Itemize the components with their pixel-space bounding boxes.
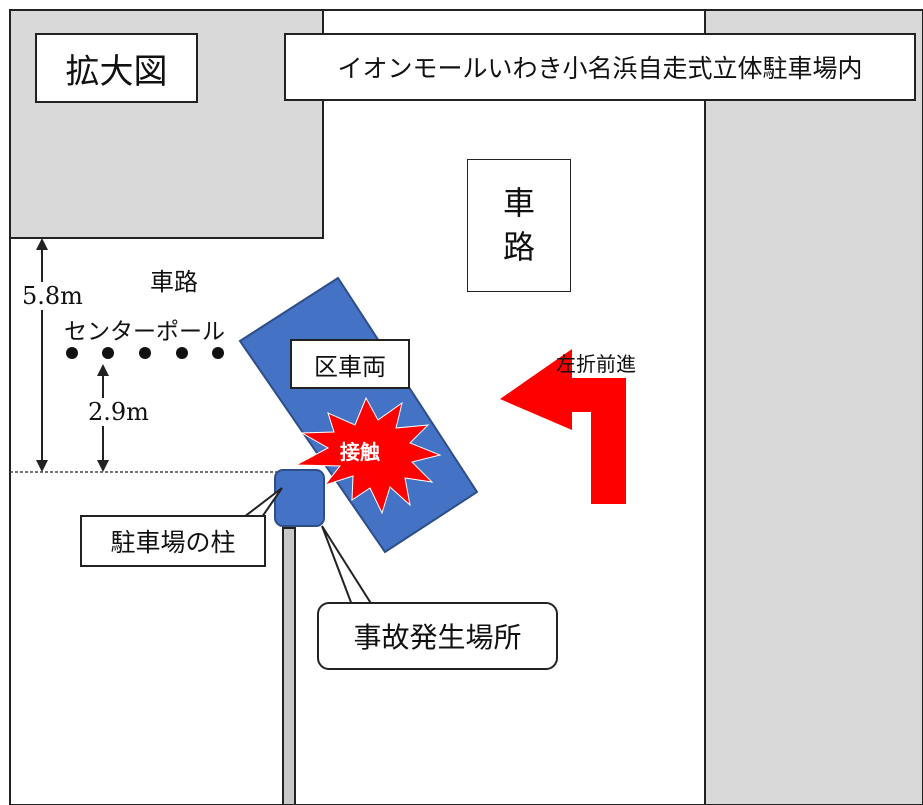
- left-turn-arrow-icon: [500, 349, 626, 504]
- center-pole-label: センターポール: [64, 319, 225, 345]
- accident-label: 事故発生場所: [353, 621, 522, 654]
- title-box: 拡大図: [35, 33, 198, 103]
- parking-pillar: [274, 469, 325, 527]
- road-char-2: 路: [502, 227, 535, 266]
- road-label-box: 車 路: [467, 159, 571, 292]
- center-pole-dot: [66, 347, 78, 359]
- arrow-head-up-icon: [36, 238, 48, 250]
- contact-burst-icon: [294, 396, 442, 515]
- center-pole-dot: [176, 347, 188, 359]
- vehicle-label-box: 区車両: [290, 339, 410, 389]
- road-char-1: 車: [502, 184, 535, 223]
- arrow-head-down-icon: [36, 460, 48, 472]
- dimension-5-8-label: 5.8m: [22, 282, 83, 310]
- contact-label: 接触: [340, 440, 380, 464]
- center-pole-dot: [102, 347, 114, 359]
- vehicle-label: 区車両: [314, 352, 386, 381]
- title-text: 拡大図: [65, 51, 168, 92]
- center-pole-dot: [212, 347, 224, 359]
- center-pole-dot: [139, 347, 151, 359]
- location-box: イオンモールいわき小名浜自走式立体駐車場内: [284, 33, 916, 101]
- arrow-head-down-icon: [97, 460, 109, 472]
- location-text: イオンモールいわき小名浜自走式立体駐車場内: [337, 54, 863, 83]
- building-block-right: [704, 9, 923, 805]
- parking-wall: [282, 527, 296, 805]
- pillar-label: 駐車場の柱: [110, 528, 236, 557]
- dimension-2-9-label: 2.9m: [88, 398, 149, 426]
- arrow-head-up-icon: [97, 364, 109, 376]
- road-label: 車路: [150, 268, 198, 296]
- pillar-label-box: 駐車場の柱: [80, 515, 266, 567]
- accident-label-box: 事故発生場所: [317, 602, 558, 670]
- turn-label: 左折前進: [556, 352, 636, 376]
